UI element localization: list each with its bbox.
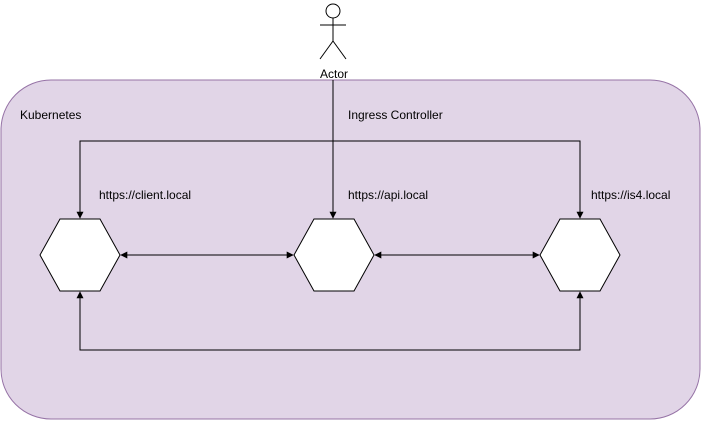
- stick-figure-icon: [319, 3, 347, 60]
- client-service-hexagon-icon[interactable]: [39, 218, 121, 292]
- cluster-label: Kubernetes: [20, 108, 81, 122]
- client-is4-bottom-connector: [79, 292, 581, 351]
- api-url-label: https://api.local: [348, 188, 428, 202]
- ingress-label: Ingress Controller: [348, 108, 443, 122]
- is4-url-label: https://is4.local: [591, 188, 670, 202]
- is4-service-hexagon-icon[interactable]: [539, 218, 621, 292]
- actor-label: Actor: [320, 67, 348, 81]
- api-service-hexagon-icon[interactable]: [293, 218, 375, 292]
- client-url-label: https://client.local: [99, 188, 191, 202]
